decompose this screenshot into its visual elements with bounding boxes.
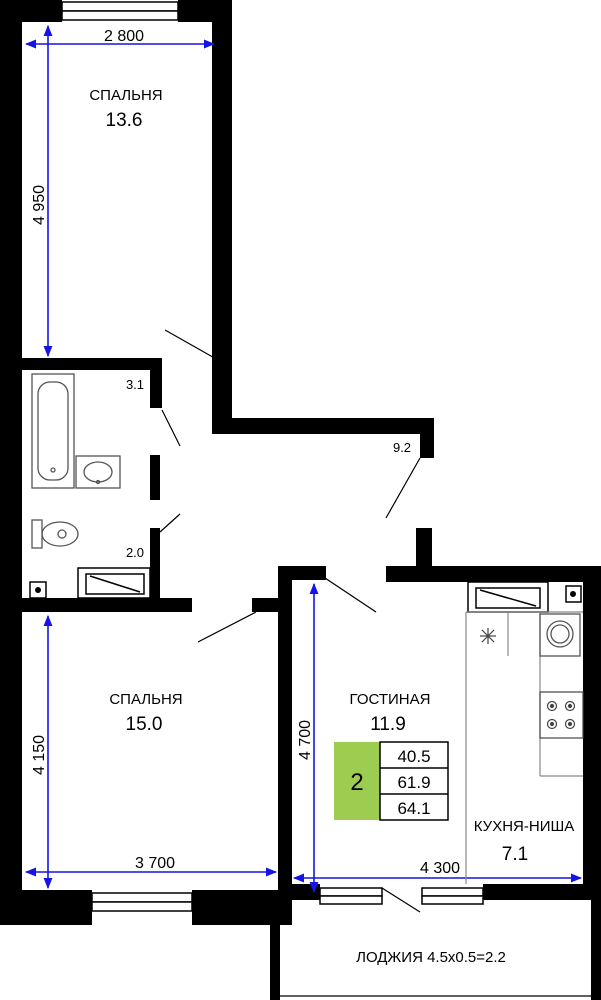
summary-badge: 2 40.5 61.9 64.1 xyxy=(334,741,449,821)
kitchen-label: КУХНЯ-НИША xyxy=(474,818,574,835)
dim-bottom-left-height: 4 150 xyxy=(31,735,48,775)
dim-bottom-left-width: 3 700 xyxy=(135,855,175,872)
doors xyxy=(159,329,421,913)
bedroom-top-area: 13.6 xyxy=(106,110,143,131)
dim-living-height: 4 700 xyxy=(297,720,314,760)
living-area: 11.9 xyxy=(370,714,406,735)
duct-box xyxy=(77,567,549,613)
dim-living-width: 4 300 xyxy=(420,860,460,877)
bedroom-bottom-area: 15.0 xyxy=(126,714,163,735)
washing-machine-icon xyxy=(539,613,581,657)
toilet-icon xyxy=(31,519,79,549)
area-living: 40.5 xyxy=(397,747,430,766)
dimension-lines xyxy=(24,24,583,894)
area-with-loggia: 64.1 xyxy=(397,799,430,818)
snowflake-icon xyxy=(480,628,496,644)
bedroom-top-label: СПАЛЬНЯ xyxy=(89,87,162,104)
kitchen-area: 7.1 xyxy=(502,844,528,865)
bathroom-area: 3.1 xyxy=(126,377,144,392)
corridor-area: 9.2 xyxy=(393,440,411,455)
living-label: ГОСТИНАЯ xyxy=(350,691,431,708)
loggia-label: ЛОДЖИЯ 4.5x0.5=2.2 xyxy=(356,949,506,966)
dim-top-height: 4 950 xyxy=(31,185,48,225)
bedroom-bottom-label: СПАЛЬНЯ xyxy=(109,691,182,708)
dim-top-width: 2 800 xyxy=(104,28,144,45)
shaft-icon xyxy=(29,581,582,603)
windows xyxy=(61,1,484,912)
stove-icon xyxy=(539,691,584,739)
rooms-count: 2 xyxy=(350,769,363,796)
toilet-area: 2.0 xyxy=(126,545,144,560)
area-total: 61.9 xyxy=(397,773,430,792)
sink-icon xyxy=(75,455,121,489)
bathtub-icon xyxy=(31,373,75,489)
